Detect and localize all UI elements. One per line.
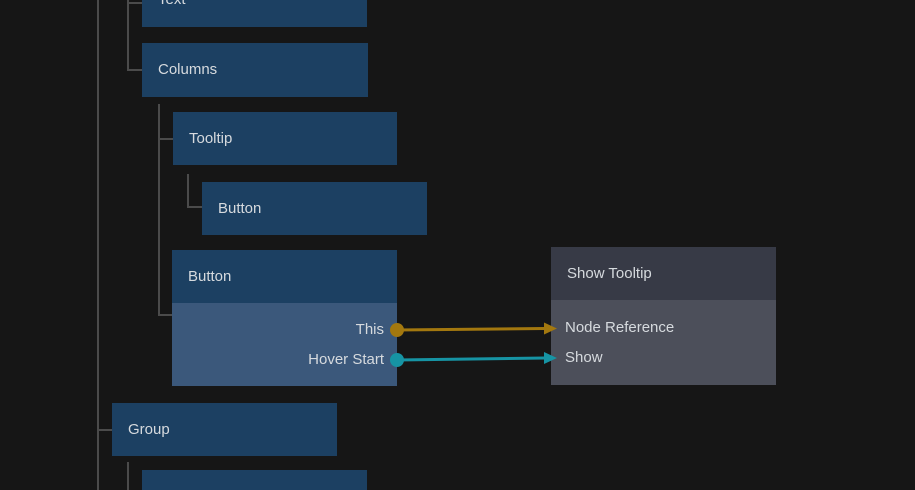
tree-node-button-connected[interactable]: Button This Hover Start	[172, 250, 397, 386]
node-show-tooltip[interactable]: Show Tooltip Node Reference Show	[551, 247, 776, 385]
tree-node-text[interactable]: Text	[142, 0, 367, 27]
tree-connector-group-stub	[97, 429, 112, 431]
connection-wire[interactable]	[396, 356, 546, 362]
tree-node-group[interactable]: Group	[112, 403, 337, 456]
node-input-ports: Node Reference Show	[551, 300, 776, 385]
node-label: Group	[128, 421, 170, 438]
tree-connector-columns-children-line	[158, 104, 160, 316]
tree-connector-text-stub	[127, 2, 142, 4]
node-label: Columns	[158, 61, 218, 78]
tree-connector-group-children-line	[127, 462, 129, 490]
node-label: Button	[188, 268, 232, 285]
tree-connector-button-stub	[158, 314, 172, 316]
output-port-hover-start[interactable]: Hover Start	[308, 351, 384, 368]
tree-connector-tooltip-stub	[158, 138, 173, 140]
input-port-node-reference[interactable]: Node Reference	[565, 319, 675, 336]
tree-node-button-nested[interactable]: Button	[202, 182, 427, 235]
tree-connector-root-line	[97, 0, 99, 490]
tree-connector-columns-stub	[127, 69, 142, 71]
tree-node-partial[interactable]	[142, 470, 367, 490]
output-port-this[interactable]: This	[355, 321, 384, 338]
tree-connector-nested-button-stub	[187, 206, 202, 208]
tree-connector-line	[127, 0, 129, 71]
node-label: Text	[142, 0, 367, 26]
node-output-ports: This Hover Start	[172, 303, 397, 386]
tree-node-tooltip[interactable]: Tooltip	[173, 112, 397, 165]
tree-node-columns[interactable]: Columns	[142, 43, 368, 97]
connection-wire[interactable]	[396, 327, 546, 332]
node-label	[142, 470, 367, 490]
node-label: Tooltip	[189, 130, 233, 147]
node-title: Show Tooltip	[551, 247, 776, 300]
tree-connector-tooltip-children-line	[187, 174, 189, 208]
node-label: Button	[218, 200, 262, 217]
connection-hover-start-to-show[interactable]	[390, 352, 557, 367]
input-port-show[interactable]: Show	[565, 349, 603, 366]
connection-this-to-node-reference[interactable]	[390, 322, 557, 338]
